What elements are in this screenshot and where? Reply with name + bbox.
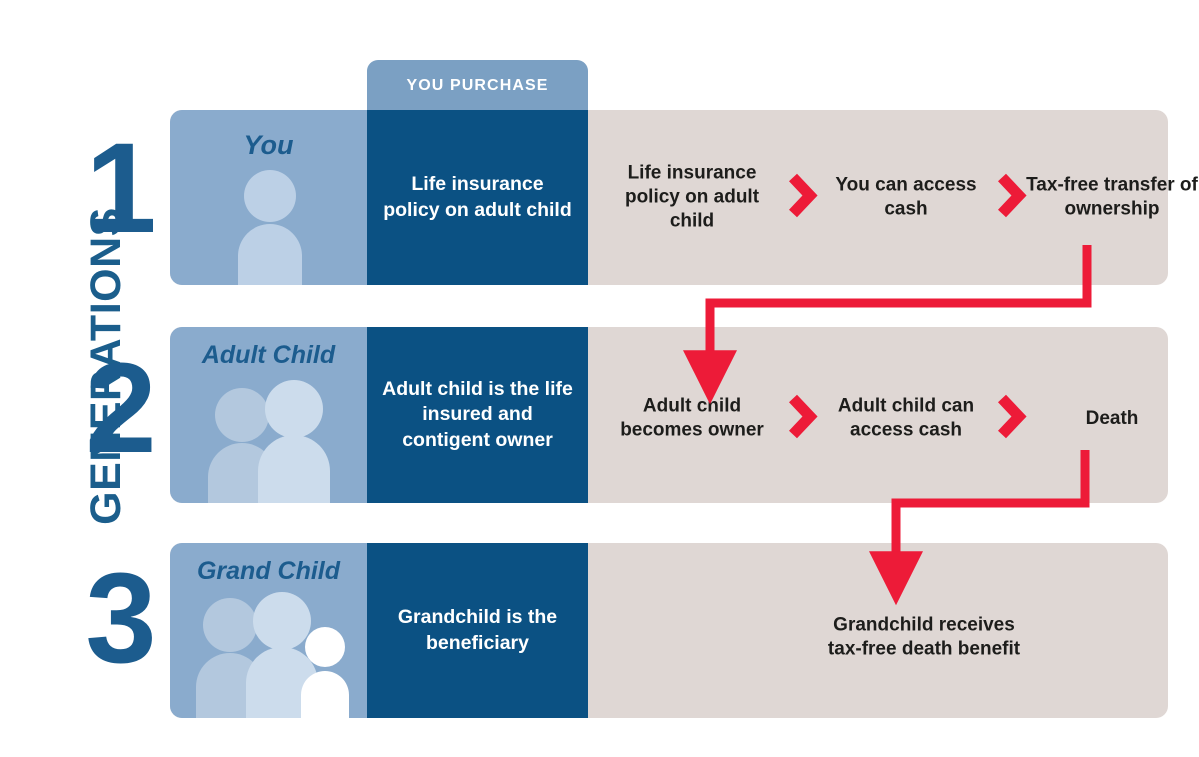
you-purchase-tab-label: YOU PURCHASE — [406, 77, 549, 94]
row-1-role-label: You — [243, 130, 294, 160]
row-1-step-3: Tax-free transfer of ownership — [1026, 174, 1198, 220]
row-2-statement-panel: Adult child is the life insured and cont… — [367, 327, 588, 503]
row-2-step-3: Death — [1085, 407, 1139, 429]
you-purchase-tab: YOU PURCHASE — [367, 60, 588, 112]
row-2-person-panel — [170, 327, 367, 503]
row-1-chevron-icon-2 — [993, 169, 1029, 226]
row-3-person-panel — [170, 543, 367, 718]
generation-number-3: 3 — [85, 547, 157, 690]
row-1-step-1: Life insurance policy on adult child — [624, 162, 760, 232]
generation-number-2: 2 — [85, 337, 157, 480]
three-people-icon — [196, 592, 349, 718]
row-3-statement-text: Grandchild is the beneficiary — [397, 606, 558, 654]
row-3-role-label: Grand Child — [196, 557, 341, 585]
row-2-role-label: Adult Child — [201, 341, 336, 369]
row-1-chevron-icon-1 — [784, 169, 820, 226]
row-1-statement-panel: Life insurance policy on adult child — [367, 110, 588, 285]
row-3-statement-panel: Grandchild is the beneficiary — [367, 543, 588, 718]
row-2-chevron-icon-1 — [784, 390, 820, 447]
row-1-statement-text: Life insurance policy on adult child — [383, 173, 572, 221]
single-person-icon — [238, 170, 302, 285]
generation-number-1: 1 — [85, 117, 157, 260]
row-3-step-1: Grandchild receives tax-free death benef… — [827, 614, 1021, 660]
two-people-icon — [208, 380, 330, 503]
row-2-chevron-icon-2 — [993, 390, 1029, 447]
row-1-person-panel — [170, 110, 367, 285]
row-2-step-2: Adult child can access cash — [837, 395, 975, 441]
row-1-step-2: You can access cash — [835, 174, 977, 220]
row-2-step-1: Adult child becomes owner — [620, 395, 764, 441]
row-2-statement-text: Adult child is the life insured and cont… — [382, 377, 573, 451]
